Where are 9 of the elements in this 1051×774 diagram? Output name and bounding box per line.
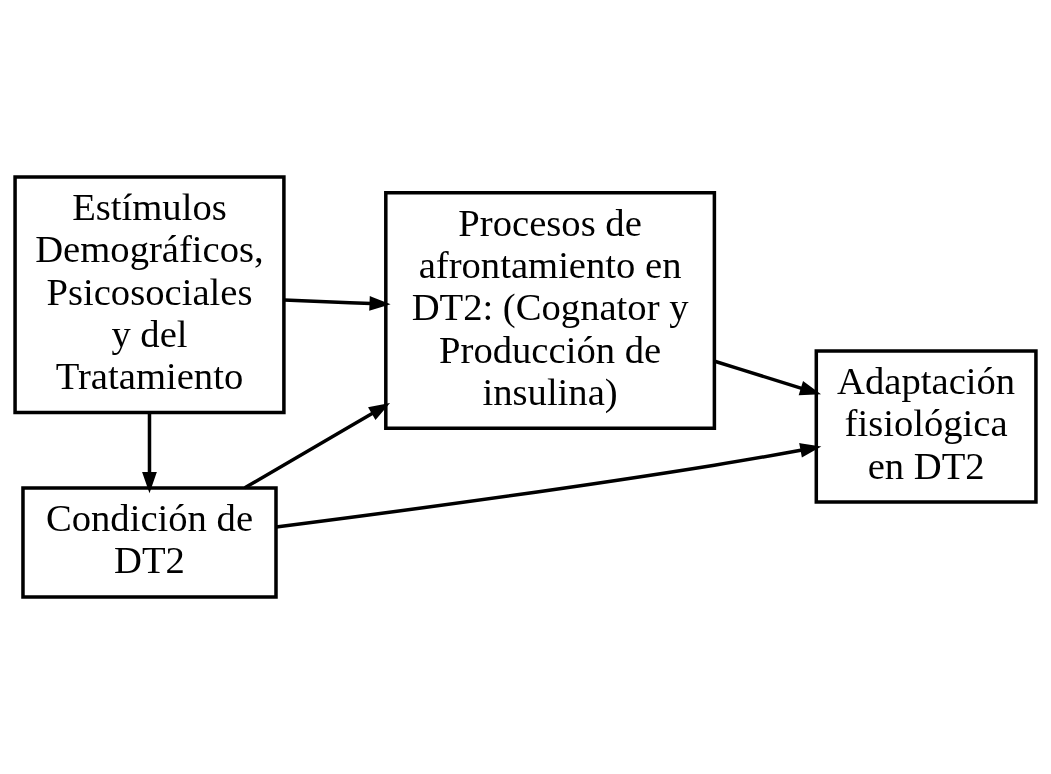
arrow [243, 403, 391, 490]
arrow [283, 296, 391, 311]
node-box: Procesos de afrontamiento en DT2: (Cognator y Producción de insulina) [384, 191, 717, 431]
arrow [714, 359, 822, 396]
arrow [142, 413, 157, 494]
node-box: Adaptación fisiológica en DT2 [814, 349, 1038, 504]
node-box: Estímulos Demográficos, Psicosociales y del Tratamiento [13, 175, 286, 415]
node-box: Condición de DT2 [21, 486, 278, 599]
arrow [275, 443, 822, 529]
